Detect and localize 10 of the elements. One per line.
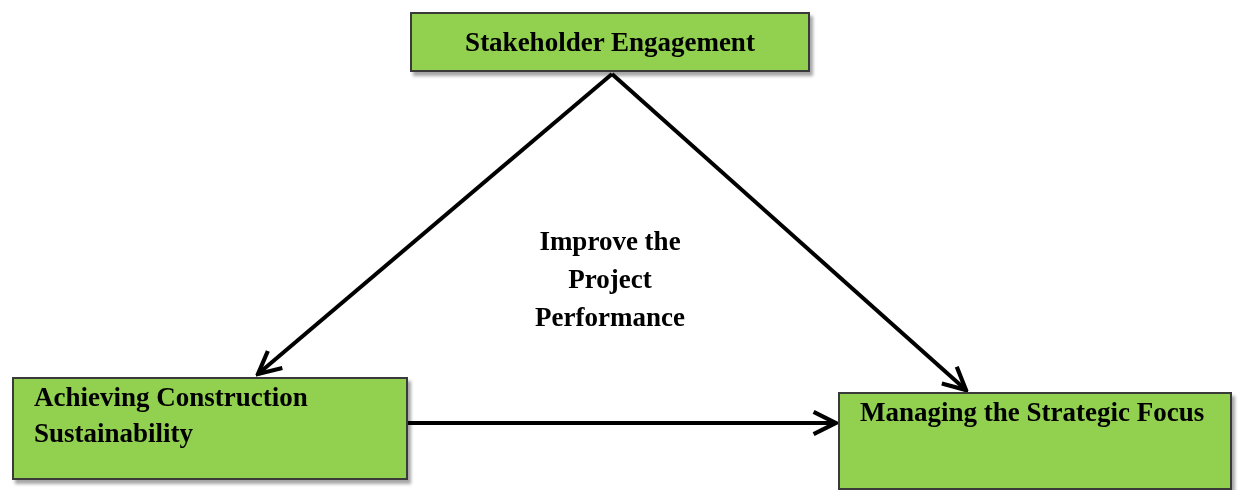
box-title: Stakeholder Engagement bbox=[464, 26, 756, 59]
process-box bbox=[838, 392, 1232, 490]
box-title: Achieving Construction Sustainability bbox=[34, 381, 309, 450]
center-label: Improve the Project Performance bbox=[534, 225, 686, 334]
process-box bbox=[12, 377, 408, 480]
box-title: Managing the Strategic Focus bbox=[860, 396, 1206, 429]
arrow bbox=[408, 409, 839, 437]
arrow bbox=[255, 72, 614, 377]
process-box bbox=[410, 12, 810, 72]
arrow bbox=[610, 72, 969, 393]
